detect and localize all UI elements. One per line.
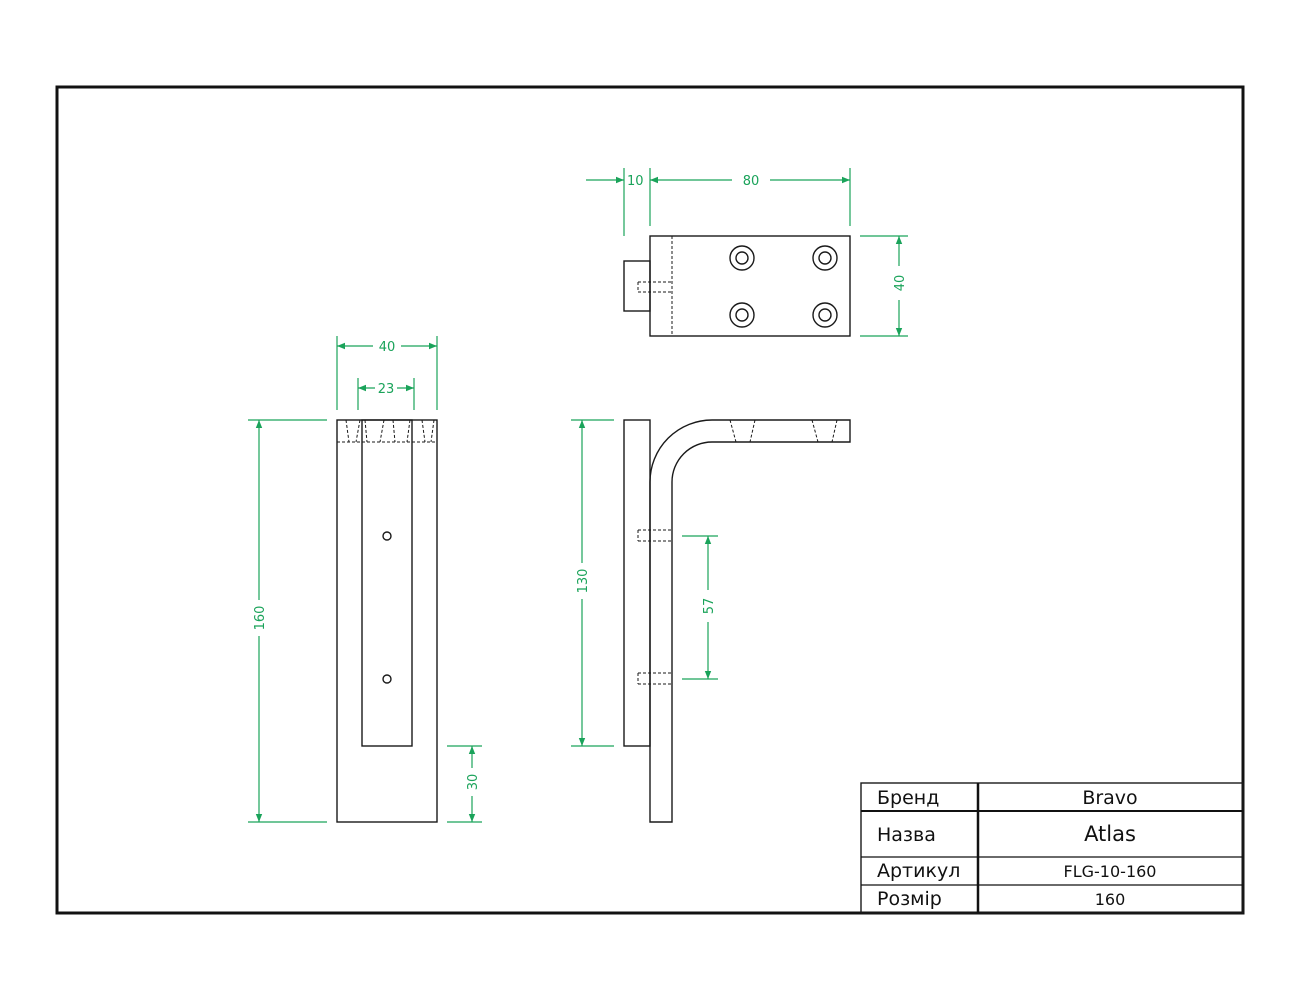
front-view: 40 23 160 30 (248, 336, 482, 823)
front-view-slot (361, 419, 413, 747)
dimension-text: 130 (576, 569, 591, 594)
side-view-hidden-countersink (729, 419, 838, 443)
dimension-text: 80 (743, 174, 760, 189)
countersunk-hole (729, 245, 755, 271)
side-view-plate (623, 419, 651, 747)
dimension-front-slot: 23 (357, 378, 415, 410)
article-value: FLG-10-160 (1064, 862, 1157, 881)
side-view-hidden-hole (637, 672, 672, 685)
front-view-hidden-countersink (345, 419, 385, 443)
dimension-text: 57 (702, 598, 717, 615)
dimension-text: 23 (378, 382, 395, 397)
dimension-side-height: 130 (571, 419, 614, 747)
brand-value: Bravo (1082, 787, 1137, 809)
front-view-hole (382, 531, 392, 541)
dimension-top-height: 40 (860, 235, 908, 337)
dimension-top-length: 80 (650, 168, 851, 226)
drawing-frame (55, 85, 1245, 915)
countersunk-hole (729, 302, 755, 328)
size-label: Розмір (877, 888, 942, 910)
dimension-front-height: 160 (248, 419, 327, 823)
dimension-top-offset: 10 (586, 168, 651, 236)
size-value: 160 (1095, 890, 1126, 909)
dimension-text: 40 (893, 275, 908, 292)
top-view-tab (623, 260, 651, 312)
top-view-plate (649, 235, 851, 337)
brand-label: Бренд (877, 787, 939, 809)
article-label: Артикул (877, 860, 960, 882)
dimension-front-bottom: 30 (447, 745, 482, 823)
side-view-bracket (649, 419, 851, 823)
name-label: Назва (877, 824, 936, 846)
side-view: 130 57 (571, 419, 851, 823)
side-view-hidden-hole (637, 529, 672, 542)
front-view-hole (382, 674, 392, 684)
countersunk-hole (812, 245, 838, 271)
dimension-text: 30 (466, 774, 481, 791)
countersunk-hole (812, 302, 838, 328)
front-view-hidden-countersink (392, 419, 435, 443)
dimension-hole-spacing: 57 (682, 535, 718, 680)
name-value: Atlas (1084, 822, 1136, 846)
top-view: 10 80 40 (586, 168, 908, 337)
dimension-text: 40 (379, 340, 396, 355)
dimension-text: 160 (253, 606, 268, 631)
dimension-text: 10 (627, 174, 644, 189)
title-block: Бренд Bravo Назва Atlas Артикул FLG-10-1… (860, 782, 1244, 914)
front-view-outline (336, 419, 438, 823)
dimension-front-width: 40 (336, 336, 438, 410)
